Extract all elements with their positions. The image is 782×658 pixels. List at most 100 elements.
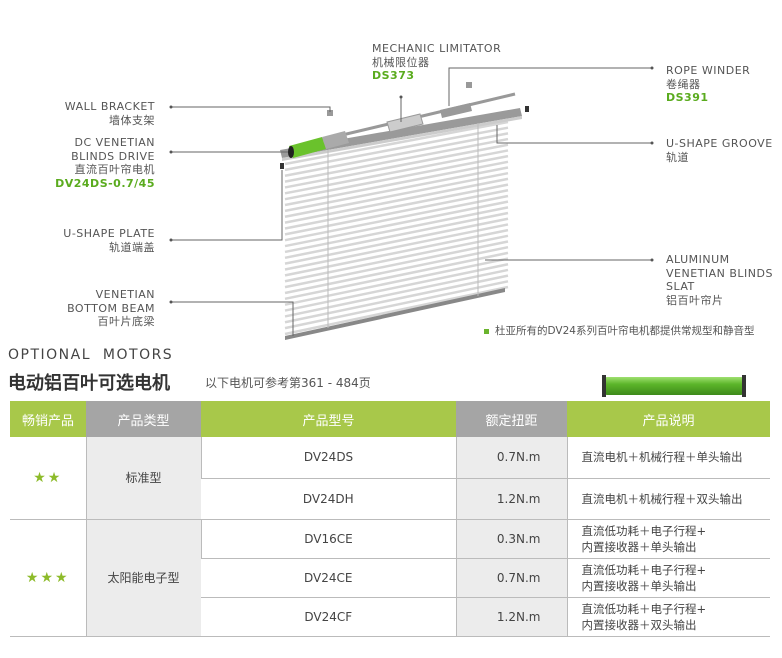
label-en: SLAT xyxy=(666,280,695,293)
product-description: 直流低功耗＋电子行程+内置接收器＋双头输出 xyxy=(566,597,770,637)
description-line: 直流低功耗＋电子行程+ xyxy=(581,601,707,616)
blind-slat xyxy=(284,285,509,336)
blind-slat xyxy=(284,257,509,306)
blind-slat xyxy=(284,217,509,265)
label-u-plate: U-SHAPE PLATE 轨道端盖 xyxy=(20,227,155,254)
label-cn: 百叶片底梁 xyxy=(97,315,155,328)
label-cn: 墙体支架 xyxy=(109,113,155,127)
description-line: 直流电机＋机械行程＋单头输出 xyxy=(581,450,743,465)
blind-slat xyxy=(284,132,509,177)
stars-rating: ★★ xyxy=(10,437,86,520)
rated-torque: 1.2N.m xyxy=(455,597,567,637)
label-en: U-SHAPE PLATE xyxy=(63,227,155,240)
description-line: 直流电机＋机械行程＋双头输出 xyxy=(581,491,743,506)
label-en: VENETIAN xyxy=(95,288,155,301)
label-slat: ALUMINUM VENETIAN BLINDS SLAT 铝百叶帘片 xyxy=(666,253,773,307)
label-en: ROPE WINDER xyxy=(666,64,751,77)
product-description: 直流低功耗＋电子行程+内置接收器＋单头输出 xyxy=(566,558,770,598)
label-wall-bracket: WALL BRACKET 墙体支架 xyxy=(20,100,155,127)
blind-slats xyxy=(284,120,509,336)
label-en: ALUMINUM xyxy=(666,253,730,266)
label-model: DV24DS-0.7/45 xyxy=(55,176,155,190)
product-description: 直流电机＋机械行程＋单头输出 xyxy=(566,437,770,479)
header-model: 产品型号 xyxy=(201,401,456,437)
label-model: DS391 xyxy=(666,91,709,104)
blind-slat xyxy=(284,171,509,218)
stars-rating: ★★★ xyxy=(10,519,86,637)
blind-slat xyxy=(284,268,509,318)
label-en: BOTTOM BEAM xyxy=(67,301,155,315)
blind-slat xyxy=(284,189,509,236)
label-u-groove: U-SHAPE GROOVE 轨道 xyxy=(666,137,773,164)
product-type: 太阳能电子型 xyxy=(85,519,201,637)
label-bottom-beam: VENETIAN BOTTOM BEAM 百叶片底梁 xyxy=(20,288,155,329)
blind-slat xyxy=(284,154,509,201)
blind-slat xyxy=(284,263,509,312)
blind-slat xyxy=(284,251,509,301)
label-cn: 机械限位器 xyxy=(372,55,430,69)
product-model: DV24DH xyxy=(201,478,456,520)
label-dc-drive: DC VENETIAN BLINDS DRIVE 直流百叶帘电机 DV24DS-… xyxy=(20,136,155,190)
label-cn: 卷绳器 xyxy=(666,77,701,91)
tubular-motor-image xyxy=(602,375,746,397)
blind-slat xyxy=(284,120,509,166)
product-model: DV24CF xyxy=(201,597,456,637)
description-line: 直流低功耗＋电子行程+ xyxy=(581,562,707,577)
rated-torque: 0.3N.m xyxy=(455,519,567,559)
blind-slat xyxy=(284,160,509,207)
label-en: MECHANIC LIMITATOR xyxy=(372,42,502,55)
header-bestseller: 畅销产品 xyxy=(10,401,86,437)
label-en: U-SHAPE GROOVE xyxy=(666,137,773,150)
mechanic-limitator xyxy=(386,113,424,133)
rated-torque: 0.7N.m xyxy=(455,558,567,598)
rope-winder xyxy=(440,103,472,118)
blind-slat xyxy=(284,166,509,213)
blind-slat xyxy=(284,149,509,195)
blind-slat xyxy=(284,126,509,172)
blind-slat xyxy=(284,228,509,277)
product-type: 标准型 xyxy=(85,437,201,520)
venetian-blind-diagram xyxy=(169,66,654,340)
blind-slat xyxy=(284,177,509,224)
header-description: 产品说明 xyxy=(567,401,770,437)
table-header: 畅销产品 产品类型 产品型号 额定扭距 产品说明 xyxy=(10,401,770,437)
section-cn-title: 电动铝百叶可选电机 xyxy=(8,373,170,394)
description-line: 内置接收器＋双头输出 xyxy=(581,617,697,632)
label-en: BLINDS DRIVE xyxy=(71,149,155,163)
blind-slat xyxy=(284,223,509,271)
dc-motor xyxy=(288,131,349,158)
blind-slat xyxy=(284,245,509,295)
header-type: 产品类型 xyxy=(86,401,201,437)
blind-slat xyxy=(284,194,509,242)
blind-slat xyxy=(284,206,509,254)
note-text: 杜亚所有的DV24系列百叶帘电机都提供常规型和静音型 xyxy=(495,325,755,337)
label-en: DC VENETIAN xyxy=(74,136,155,149)
rated-torque: 1.2N.m xyxy=(455,478,567,520)
description-line: 直流低功耗＋电子行程+ xyxy=(581,523,707,538)
label-cn: 轨道 xyxy=(666,150,689,164)
label-limitator: MECHANIC LIMITATOR 机械限位器 DS373 xyxy=(372,42,501,83)
note: 杜亚所有的DV24系列百叶帘电机都提供常规型和静音型 xyxy=(484,323,754,338)
label-cn: 直流百叶帘电机 xyxy=(74,163,155,176)
description-line: 内置接收器＋单头输出 xyxy=(581,539,697,554)
section-en-title: OPTIONAL MOTORS xyxy=(8,347,174,363)
blind-slat xyxy=(284,200,509,248)
rated-torque: 0.7N.m xyxy=(455,437,567,479)
product-description: 直流电机＋机械行程＋双头输出 xyxy=(566,478,770,520)
label-model: DS373 xyxy=(372,69,415,82)
wall-bracket xyxy=(327,110,333,116)
blind-slat xyxy=(284,211,509,260)
u-shape-plate xyxy=(280,163,284,169)
bullet-icon xyxy=(484,328,489,334)
product-model: DV24CE xyxy=(201,558,456,598)
blind-slat xyxy=(284,234,509,283)
label-en: VENETIAN BLINDS xyxy=(666,266,773,280)
product-model: DV24DS xyxy=(200,437,456,479)
label-en: WALL BRACKET xyxy=(64,100,155,113)
blind-slat xyxy=(284,183,509,230)
